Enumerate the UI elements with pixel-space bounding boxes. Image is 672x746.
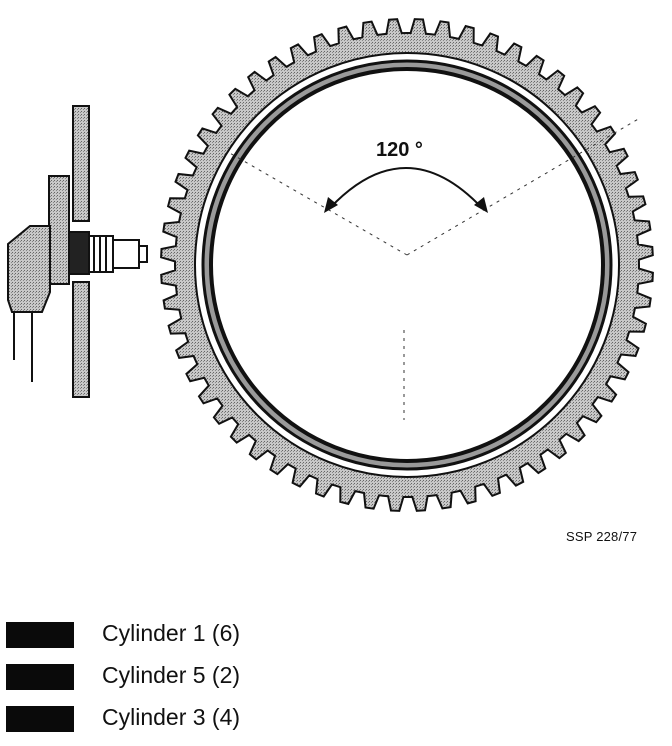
sensor-tip (112, 239, 140, 269)
legend-swatch (6, 706, 74, 732)
sensor-plate-upper (72, 105, 90, 222)
arc-arrow-left (324, 197, 338, 213)
legend-label: Cylinder 1 (6) (102, 620, 241, 646)
legend-swatch (6, 664, 74, 690)
angle-arc (324, 167, 488, 213)
legend-swatch (6, 622, 74, 648)
sensor-wheel-diagram: 120 ° (7, 18, 654, 512)
angle-label: 120 ° (376, 139, 423, 161)
sensor-flange (48, 175, 70, 285)
sensor-tip-end (138, 245, 148, 263)
sensor-connector (7, 225, 51, 313)
arc-arrow-right (474, 197, 488, 213)
tooth-ring (160, 18, 654, 512)
legend-label: Cylinder 5 (2) (102, 662, 241, 688)
speed-sensor (7, 105, 148, 398)
reference-code: SSP 228/77 (566, 529, 638, 544)
legend-label: Cylinder 3 (4) (102, 704, 241, 730)
sensor-body (68, 231, 90, 275)
wheel-bore (209, 67, 605, 463)
sensor-wheel (160, 18, 654, 512)
reference-lines (227, 117, 641, 420)
sensor-plate-lower (72, 281, 90, 398)
